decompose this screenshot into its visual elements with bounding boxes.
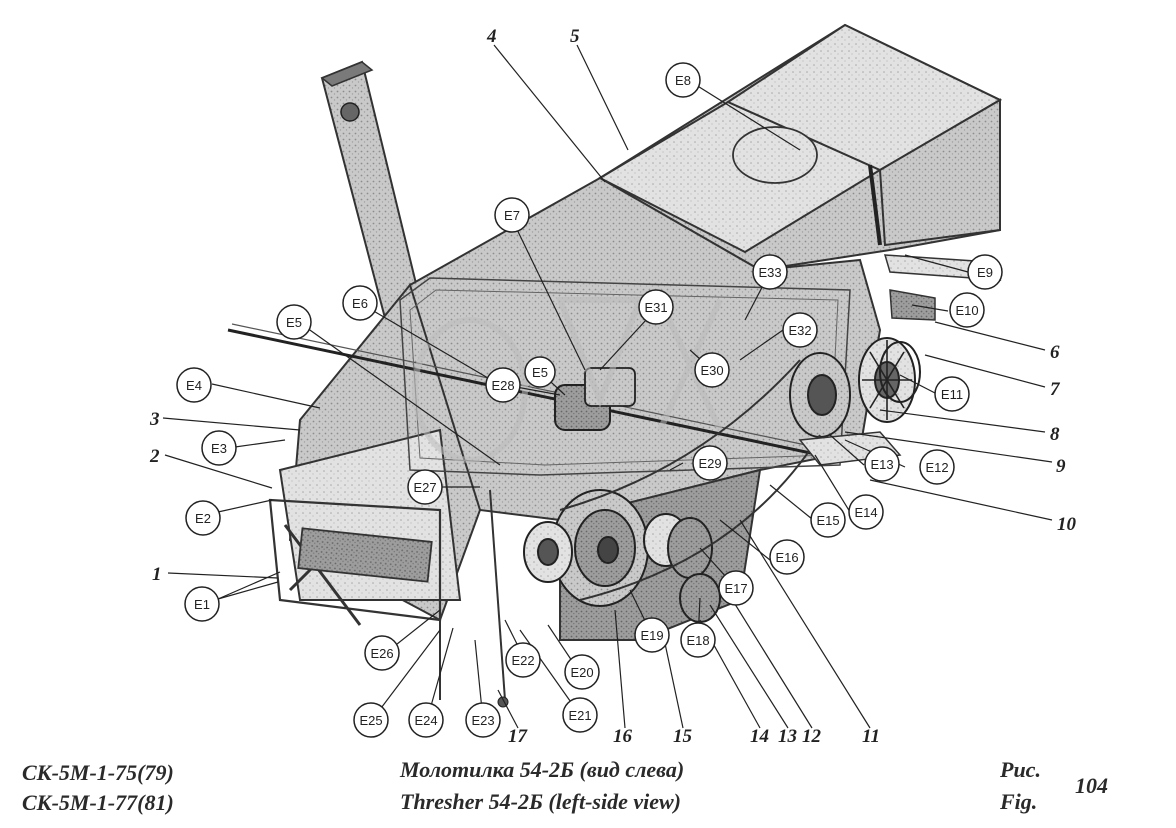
svg-text:E11: E11 — [941, 387, 963, 402]
part-numbers: 1 2 3 4 5 6 7 8 9 10 11 12 13 14 15 16 1… — [149, 26, 1077, 747]
part-number-5: 5 — [570, 26, 580, 47]
callout-e18: E18 — [680, 622, 716, 658]
svg-text:E30: E30 — [700, 363, 723, 378]
svg-text:E21: E21 — [568, 708, 591, 723]
callout-e3: E3 — [201, 430, 237, 466]
callout-e22: E22 — [505, 642, 541, 678]
svg-text:E33: E33 — [758, 265, 781, 280]
figure-label-en: Fig. — [1000, 789, 1038, 814]
part-number-13: 13 — [778, 726, 797, 747]
svg-text:E6: E6 — [352, 296, 368, 311]
callout-e26: E26 — [364, 635, 400, 671]
part-number-14: 14 — [750, 726, 769, 747]
callout-e33: E33 — [752, 254, 788, 290]
svg-text:E19: E19 — [640, 628, 663, 643]
svg-text:E27: E27 — [413, 480, 436, 495]
callout-e20: E20 — [564, 654, 600, 690]
callout-e32: E32 — [782, 312, 818, 348]
svg-text:E7: E7 — [504, 208, 520, 223]
figure-number: 104 — [1075, 773, 1108, 798]
svg-text:E9: E9 — [977, 265, 993, 280]
part-number-6: 6 — [1050, 342, 1060, 363]
callout-e27: E27 — [407, 469, 443, 505]
svg-text:E12: E12 — [925, 460, 948, 475]
callout-e28: E28 — [485, 367, 521, 403]
callout-e15: E15 — [810, 502, 846, 538]
part-number-8: 8 — [1050, 424, 1060, 445]
part-number-10: 10 — [1057, 514, 1077, 535]
callout-e4: E4 — [176, 367, 212, 403]
callout-e29: E29 — [692, 445, 728, 481]
callout-e30: E30 — [694, 352, 730, 388]
part-number-17: 17 — [508, 726, 529, 747]
svg-text:E31: E31 — [644, 300, 667, 315]
callout-e12: E12 — [919, 449, 955, 485]
callout-e21: E21 — [562, 697, 598, 733]
svg-text:E2: E2 — [195, 511, 211, 526]
model-code-2: СК-5М-1-77(81) — [22, 790, 174, 815]
svg-text:E17: E17 — [724, 581, 747, 596]
callout-e16: E16 — [769, 539, 805, 575]
part-number-2: 2 — [149, 446, 160, 467]
part-number-16: 16 — [613, 726, 633, 747]
svg-text:E8: E8 — [675, 73, 691, 88]
callout-e13: E13 — [864, 446, 900, 482]
callout-e10: E10 — [949, 292, 985, 328]
svg-text:E3: E3 — [211, 441, 227, 456]
svg-text:E18: E18 — [686, 633, 709, 648]
svg-text:E5: E5 — [532, 365, 548, 380]
svg-text:E26: E26 — [370, 646, 393, 661]
svg-text:E20: E20 — [570, 665, 593, 680]
svg-text:E24: E24 — [414, 713, 437, 728]
figure-title-en: Thresher 54-2Б (left-side view) — [400, 789, 681, 814]
callout-e8: E8 — [665, 62, 701, 98]
callout-e6: E6 — [342, 285, 378, 321]
callout-e24: E24 — [408, 702, 444, 738]
svg-text:E25: E25 — [359, 713, 382, 728]
svg-text:E14: E14 — [854, 505, 877, 520]
callout-e17: E17 — [718, 570, 754, 606]
svg-text:E4: E4 — [186, 378, 202, 393]
callout-e23: E23 — [465, 702, 501, 738]
svg-text:E22: E22 — [511, 653, 534, 668]
svg-text:E28: E28 — [491, 378, 514, 393]
svg-text:E23: E23 — [471, 713, 494, 728]
callout-e7: E7 — [494, 197, 530, 233]
callout-e1: E1 — [184, 586, 220, 622]
part-number-15: 15 — [673, 726, 693, 747]
part-number-9: 9 — [1056, 456, 1066, 477]
part-number-3: 3 — [149, 409, 160, 430]
svg-text:E5: E5 — [286, 315, 302, 330]
svg-text:E10: E10 — [955, 303, 978, 318]
callout-e11: E11 — [934, 376, 970, 412]
callout-e25: E25 — [353, 702, 389, 738]
callout-e9: E9 — [967, 254, 1003, 290]
svg-text:E1: E1 — [194, 597, 210, 612]
callout-e19: E19 — [634, 617, 670, 653]
svg-text:E16: E16 — [775, 550, 798, 565]
part-number-11: 11 — [862, 726, 880, 747]
callouts: E1 E2 E3 E4 E5 E6 E7 E8 E9 E10 E11 E12 E… — [176, 62, 1003, 738]
figure-label-ru: Рис. — [1000, 757, 1041, 782]
callout-e5: E5 — [276, 304, 312, 340]
part-number-1: 1 — [152, 564, 162, 585]
svg-text:E32: E32 — [788, 323, 811, 338]
figure-title-ru: Молотилка 54-2Б (вид слева) — [400, 757, 685, 782]
svg-text:E13: E13 — [870, 457, 893, 472]
machine-illustration — [227, 23, 1003, 708]
part-number-4: 4 — [486, 26, 497, 47]
callout-e2: E2 — [185, 500, 221, 536]
model-code-1: СК-5М-1-75(79) — [22, 760, 174, 785]
part-number-7: 7 — [1050, 379, 1061, 400]
callout-e31: E31 — [638, 289, 674, 325]
part-number-12: 12 — [802, 726, 822, 747]
svg-text:E29: E29 — [698, 456, 721, 471]
svg-text:E15: E15 — [816, 513, 839, 528]
callout-e14: E14 — [848, 494, 884, 530]
callout-e5-second: E5 — [524, 356, 556, 388]
